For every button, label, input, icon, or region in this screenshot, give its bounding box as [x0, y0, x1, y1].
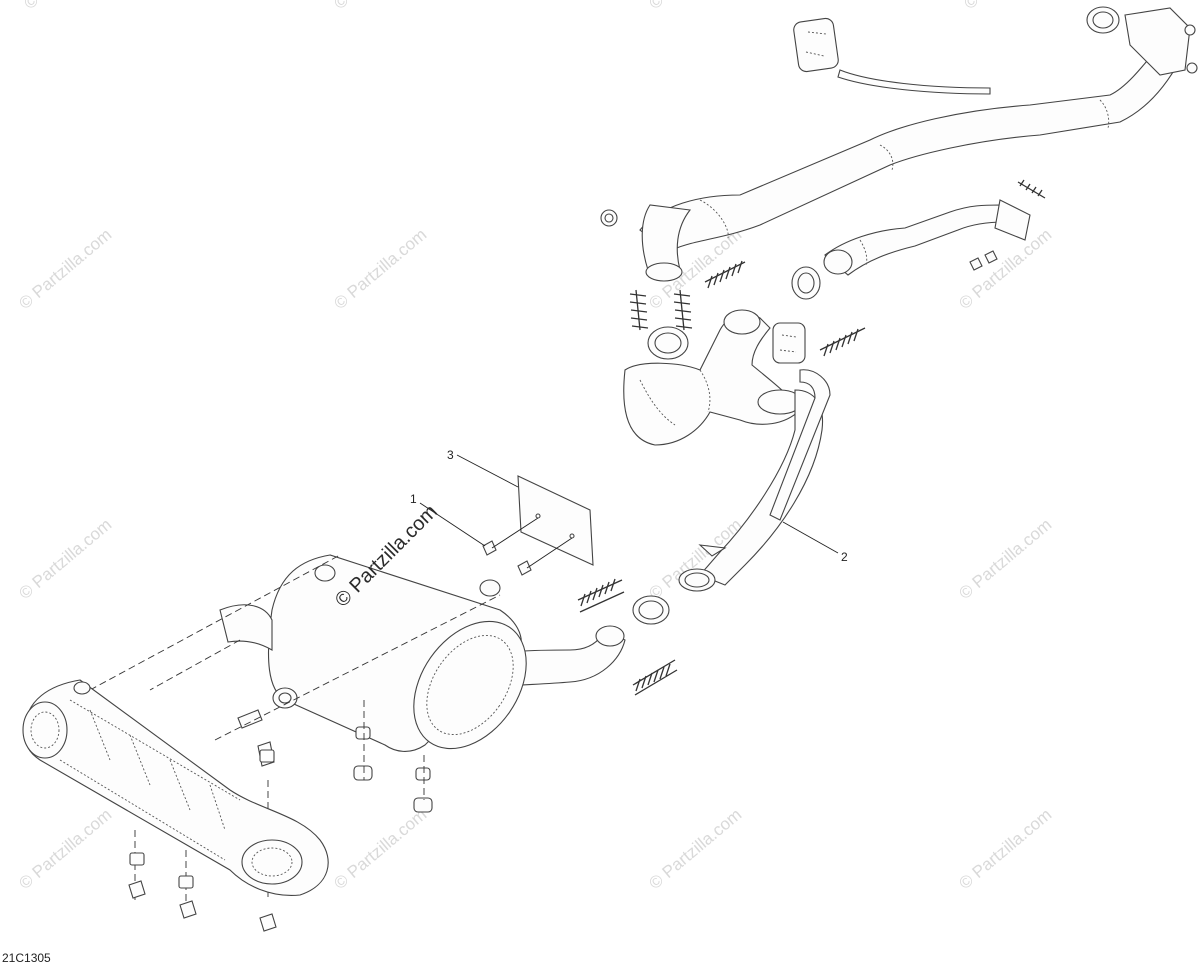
- mid-pipe-rod: [769, 369, 831, 521]
- pipe-bracket: [994, 199, 1031, 241]
- watermark: © Partzilla.com: [330, 0, 430, 13]
- callouts: 3 2 1: [410, 448, 848, 564]
- callout-1-leader: [419, 502, 486, 547]
- watermark: © Partzilla.com: [20, 0, 120, 13]
- watermark: © Partzilla.com: [15, 225, 115, 313]
- screws: [482, 517, 573, 576]
- watermark: © Partzilla.com: [15, 805, 115, 893]
- y-pipe-collector: [623, 309, 803, 446]
- rubber-isolator-top: [793, 17, 839, 73]
- grommets: [237, 579, 501, 813]
- callout-1: 1: [410, 492, 417, 506]
- mid-pipe: [678, 369, 831, 592]
- exhaust-flange: [1124, 7, 1191, 76]
- spark-arrestor-plate: [517, 475, 594, 566]
- callout-3-leader: [456, 454, 519, 488]
- callout-2: 2: [841, 550, 848, 564]
- watermark: © Partzilla.com: [955, 515, 1055, 603]
- gasket-ring-lower: [632, 595, 670, 625]
- watermark: © Partzilla.com: [955, 805, 1055, 893]
- gasket-ring-mid: [647, 326, 689, 360]
- watermark: © Partzilla.com: [955, 225, 1055, 313]
- heat-shield-fasteners: [128, 749, 277, 932]
- muffler-outlet-stub: [219, 604, 273, 651]
- callout-2-leader: [782, 521, 839, 554]
- exhaust-springs-lower: [577, 578, 678, 696]
- callout-3: 3: [447, 448, 454, 462]
- watermark: © Partzilla.com: [15, 515, 115, 603]
- heat-shield-strip: [837, 69, 991, 95]
- header-pipe-upper: [639, 6, 1198, 253]
- header-elbow-left: [600, 204, 692, 282]
- pipe-clip: [698, 544, 727, 557]
- figure-code: 21C1305: [2, 951, 51, 965]
- watermark: © Partzilla.com: [645, 0, 745, 13]
- muffler: [219, 554, 527, 752]
- header-pipe-lower: [823, 179, 1046, 276]
- muffler-heat-shield: [22, 679, 329, 896]
- watermark: © Partzilla.com: [645, 805, 745, 893]
- exhaust-springs-upper: [629, 260, 866, 357]
- rubber-isolator-ring: [791, 266, 821, 300]
- watermark: © Partzilla.com: [330, 225, 430, 313]
- rubber-isolator-block: [772, 322, 806, 364]
- watermark: © Partzilla.com: [960, 0, 1060, 13]
- watermark: © Partzilla.com: [330, 805, 430, 893]
